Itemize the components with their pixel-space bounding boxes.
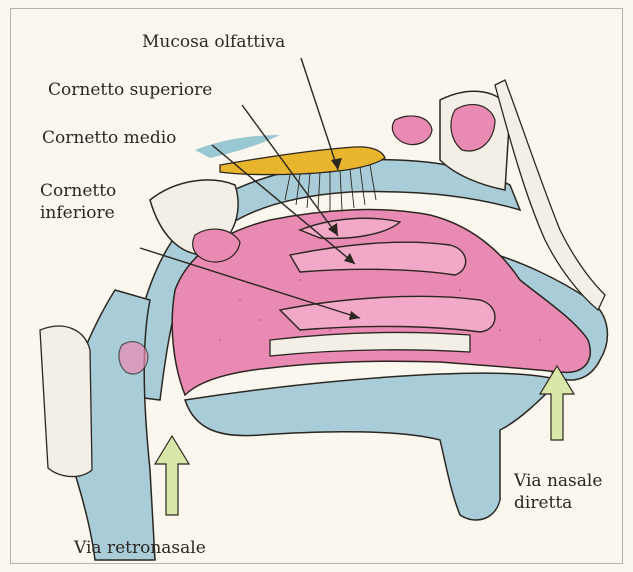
vertebra-bone	[40, 326, 92, 476]
pharynx-node	[119, 342, 148, 374]
small-sinus	[392, 116, 432, 145]
palate-tissue	[185, 373, 560, 520]
label-cornetto-superiore: Cornetto superiore	[48, 80, 212, 100]
label-cornetto-medio: Cornetto medio	[42, 128, 176, 148]
label-via-nasale-diretta: Via nasale diretta	[514, 470, 602, 514]
airflow-arrow-retronasale	[155, 436, 189, 515]
label-via-retronasale: Via retronasale	[74, 538, 206, 558]
label-mucosa-olfattiva: Mucosa olfattiva	[142, 32, 285, 52]
label-cornetto-inferiore: Cornetto inferiore	[40, 180, 116, 224]
